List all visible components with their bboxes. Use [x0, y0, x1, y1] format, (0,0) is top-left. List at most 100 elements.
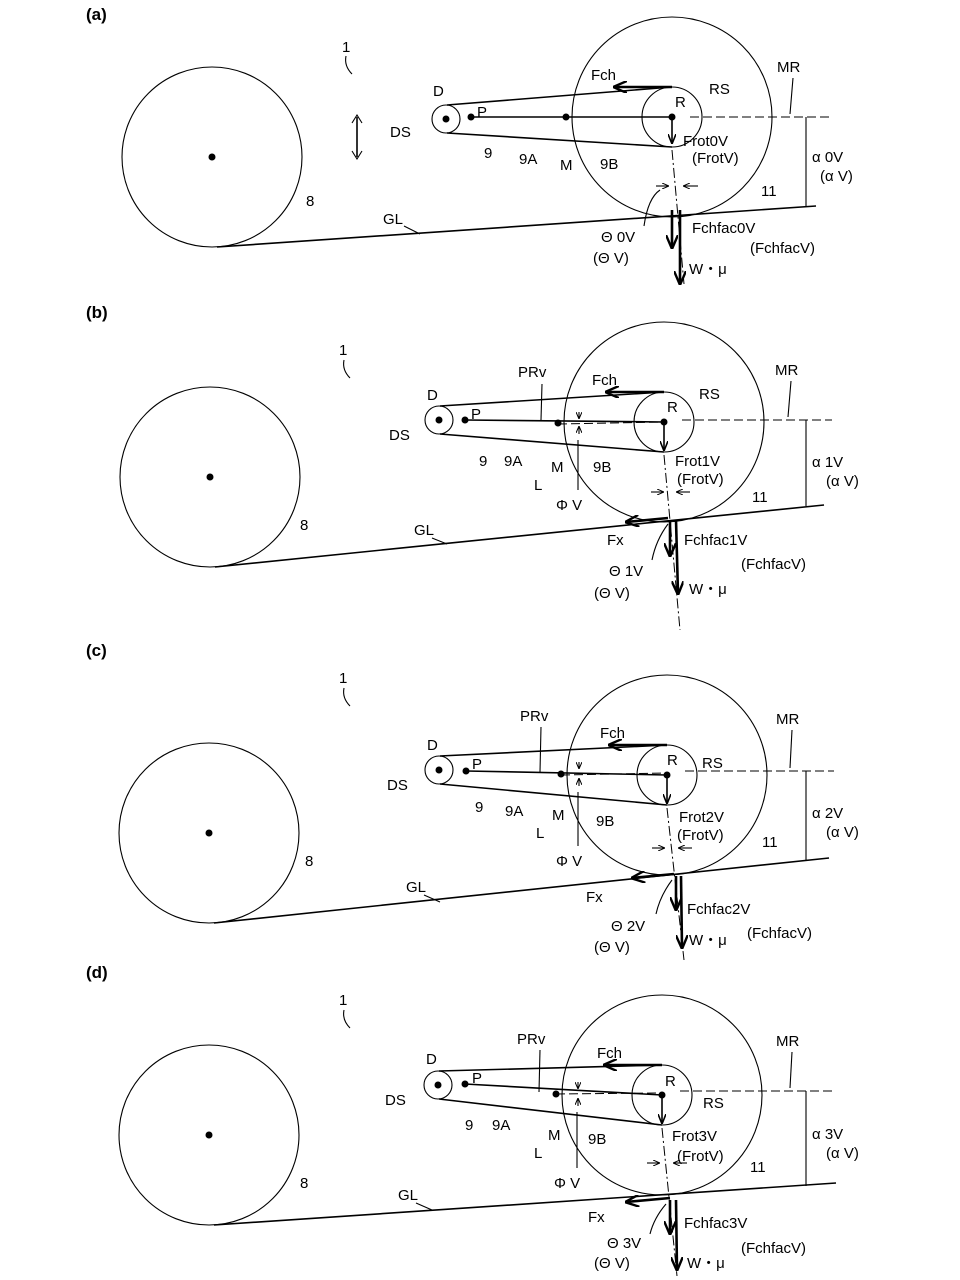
leader-line [789, 729, 793, 769]
front-wheel-hub [206, 473, 214, 481]
label-9a: 9A [505, 803, 523, 820]
point-m [562, 113, 570, 121]
label-r: R [675, 94, 686, 111]
label-p: P [477, 104, 487, 121]
leader-line [789, 77, 794, 115]
label-d: D [426, 1051, 437, 1068]
drive-sprocket-ds [424, 755, 454, 785]
fx-arrow [632, 874, 675, 878]
panel-c: (c) 1 8 GL Fch PRv D DS P 9 9A M L 9B [86, 641, 859, 961]
pivot-p [461, 416, 469, 424]
label-mr: MR [777, 59, 800, 76]
label-9: 9 [484, 145, 492, 162]
label-fch: Fch [600, 725, 625, 742]
point-d [435, 766, 443, 774]
drive-sprocket-ds [423, 1070, 453, 1100]
label-l: L [534, 477, 542, 494]
leader-line [538, 1049, 541, 1093]
point-m [554, 419, 562, 427]
label-alpha: α 3V [812, 1126, 843, 1143]
label-prv: PRv [518, 364, 547, 381]
leader-line [789, 1051, 793, 1089]
label-fch: Fch [591, 67, 616, 84]
label-9: 9 [475, 799, 483, 816]
label-theta: Θ 3V [607, 1235, 641, 1252]
label-fx: Fx [607, 532, 624, 549]
label-fx: Fx [586, 889, 603, 906]
label-rs: RS [702, 755, 723, 772]
fx-arrow [626, 1198, 671, 1202]
label-9: 9 [479, 453, 487, 470]
label-frot: Frot2V [679, 809, 724, 826]
label-gl: GL [406, 879, 426, 896]
label-fchfacv: (FchfacV) [750, 240, 815, 257]
label-thetav: (Θ V) [594, 585, 630, 602]
ground-line-gl [213, 1182, 837, 1226]
label-9: 9 [465, 1117, 473, 1134]
leader-line [649, 1203, 667, 1235]
front-wheel-8 [118, 1044, 300, 1226]
leader-line [651, 523, 669, 561]
leader-line [643, 189, 661, 227]
swing-arm-line [465, 770, 668, 776]
label-wmu: W・μ [689, 261, 727, 278]
line-l [555, 1092, 663, 1095]
label-8: 8 [305, 853, 313, 870]
label-d: D [427, 737, 438, 754]
label-m: M [551, 459, 564, 476]
label-r: R [665, 1073, 676, 1090]
label-p: P [471, 406, 481, 423]
label-phi: Φ V [554, 1175, 580, 1192]
label-theta: Θ 1V [609, 563, 643, 580]
leader-line [343, 687, 351, 707]
panel-label: (c) [86, 641, 107, 660]
label-theta: Θ 2V [611, 918, 645, 935]
label-prv: PRv [520, 708, 549, 725]
label-frot: Frot0V [683, 133, 728, 150]
label-alphav: (α V) [820, 168, 853, 185]
label-frot: Frot3V [672, 1128, 717, 1145]
label-mr: MR [776, 711, 799, 728]
label-thetav: (Θ V) [594, 939, 630, 956]
panel-label: (d) [86, 963, 108, 982]
chain-lower [439, 783, 668, 806]
label-9a: 9A [504, 453, 522, 470]
label-frot: Frot1V [675, 453, 720, 470]
label-alphav: (α V) [826, 1145, 859, 1162]
label-frotv: (FrotV) [677, 471, 724, 488]
label-alpha: α 2V [812, 805, 843, 822]
leader-line [345, 55, 353, 75]
label-ds: DS [385, 1092, 406, 1109]
leader-line [415, 1202, 433, 1211]
chain-lower [446, 132, 673, 148]
label-alpha: α 0V [812, 149, 843, 166]
label-fchfacv: (FchfacV) [741, 1240, 806, 1257]
label-phi: Φ V [556, 497, 582, 514]
leader-line [540, 383, 543, 421]
wmu-arrow [676, 1199, 677, 1270]
chain-lower [439, 433, 665, 453]
swing-arm-line [464, 419, 665, 423]
label-d: D [427, 387, 438, 404]
ground-line-gl [214, 504, 825, 568]
stroke-arrow-head-up [351, 113, 363, 124]
drive-sprocket-ds [424, 405, 454, 435]
point-d [442, 115, 450, 123]
label-l: L [536, 825, 544, 842]
label-fch: Fch [592, 372, 617, 389]
label-fchfacv: (FchfacV) [747, 925, 812, 942]
label-alpha: α 1V [812, 454, 843, 471]
leader-line [655, 879, 673, 915]
drive-sprocket-ds [431, 104, 461, 134]
line-l [560, 772, 668, 776]
label-wmu: W・μ [689, 932, 727, 949]
label-11: 11 [752, 489, 768, 506]
leader-line [403, 225, 421, 235]
panel-label: (a) [86, 5, 107, 24]
label-rs: RS [703, 1095, 724, 1112]
stroke-arrow-head-down [351, 150, 363, 161]
label-8: 8 [300, 517, 308, 534]
label-fchfac: Fchfac0V [692, 220, 755, 237]
label-fx: Fx [588, 1209, 605, 1226]
